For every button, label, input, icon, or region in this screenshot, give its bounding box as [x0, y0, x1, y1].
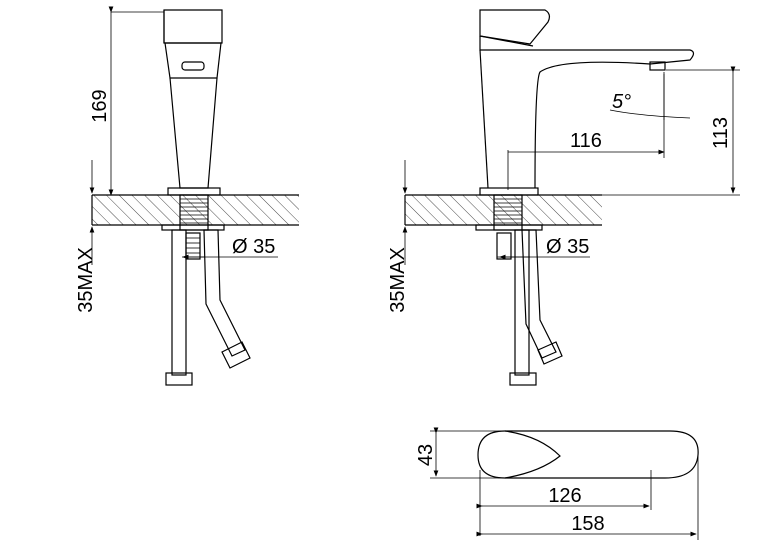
- height-169-label: 169: [89, 89, 111, 122]
- deck-max-right-label: 35MAX: [387, 247, 409, 313]
- length-158-label: 158: [571, 513, 604, 535]
- hose-nut-left: [165, 372, 193, 386]
- hose-left: [171, 229, 187, 376]
- angle-5-label: 5°: [612, 91, 631, 113]
- hose-right: [203, 229, 246, 357]
- hose-right-front: [514, 229, 530, 376]
- aerator: [181, 61, 205, 71]
- top-outline: [477, 430, 699, 479]
- mounting-plate: [161, 224, 225, 231]
- spout-aerator: [649, 61, 666, 71]
- nut: [185, 232, 201, 260]
- hose-right-back: [521, 229, 557, 359]
- spout: [479, 36, 695, 189]
- hole-diameter-right-label: Ø 35: [546, 236, 589, 258]
- hose-nut-right: [221, 341, 251, 369]
- reach-116-label: 116: [570, 130, 602, 152]
- length-126-label: 126: [548, 485, 581, 507]
- width-43-label: 43: [415, 444, 437, 466]
- handle-top: [163, 9, 223, 44]
- counter-section-right: [405, 195, 602, 225]
- top-view: 43 126 158: [415, 427, 699, 540]
- hole-diameter-left-label: Ø 35: [232, 236, 275, 258]
- counter-section: [92, 195, 299, 225]
- faucet-body: [169, 77, 218, 189]
- side-view: 35MAX Ø 35 116 5° 113: [387, 9, 740, 386]
- handle-side: [479, 9, 551, 45]
- deck-max-left-label: 35MAX: [75, 247, 97, 313]
- front-view: 169 35MAX Ø 35: [75, 6, 299, 386]
- base-flange-right: [479, 187, 539, 196]
- spout-height-113-label: 113: [710, 117, 732, 149]
- base-flange: [167, 187, 221, 196]
